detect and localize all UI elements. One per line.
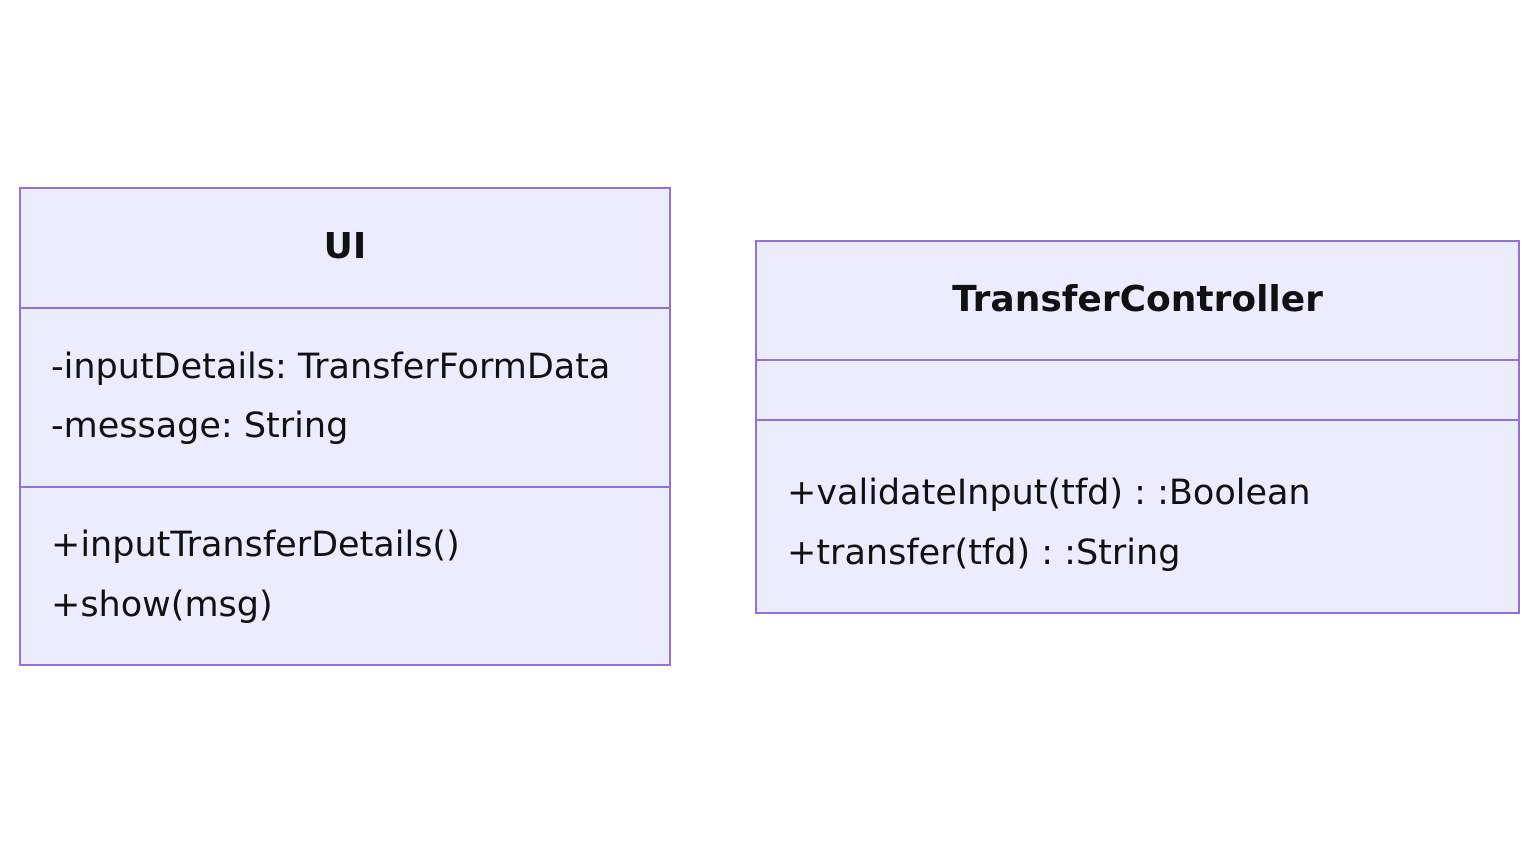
class-box-ui: UI -inputDetails: TransferFormData -mess… <box>19 187 671 666</box>
attribute-message: -message: String <box>51 406 349 446</box>
class-divider-tc-header <box>757 359 1518 361</box>
class-name-ui: UI <box>323 226 367 267</box>
class-divider-tc-attributes <box>757 419 1518 421</box>
class-divider-ui-attributes <box>21 486 669 488</box>
method-input-transfer-details: +inputTransferDetails() <box>51 525 460 565</box>
attribute-input-details: -inputDetails: TransferFormData <box>51 347 611 387</box>
method-transfer: +transfer(tfd) : :String <box>787 533 1181 573</box>
class-divider-ui-header <box>21 307 669 309</box>
method-show: +show(msg) <box>51 585 273 625</box>
class-box-transfer-controller: TransferController +validateInput(tfd) :… <box>755 240 1520 614</box>
class-name-transfer-controller: TransferController <box>952 279 1323 320</box>
method-validate-input: +validateInput(tfd) : :Boolean <box>787 473 1311 513</box>
